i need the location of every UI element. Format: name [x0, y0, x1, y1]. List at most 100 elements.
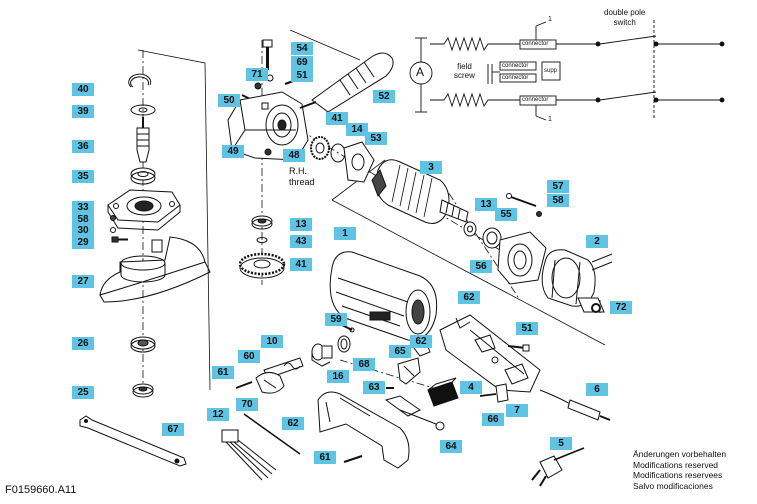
washer-hole: [138, 107, 148, 113]
callout-25: 25: [72, 386, 94, 399]
cable-clamp: [479, 383, 509, 403]
gear-head-screws: [241, 39, 297, 101]
callout-71: 71: [246, 68, 268, 81]
motor-housing: [329, 251, 438, 341]
callout-30: 30: [72, 224, 94, 237]
callout-59: 59: [325, 313, 347, 326]
switch-cap: [255, 372, 285, 394]
long-screws: [506, 193, 542, 217]
callout-5: 5: [550, 437, 572, 450]
small-screws: [110, 215, 116, 233]
connector-wires: [221, 413, 301, 481]
callout-54: 54: [291, 42, 313, 55]
handle-half-upper: [439, 314, 541, 393]
callout-56: 56: [470, 260, 492, 273]
screw: [111, 236, 128, 243]
spindle: [136, 117, 150, 163]
callout-49: 49: [222, 145, 244, 158]
bottom-screw: [343, 455, 363, 463]
callout-70: 70: [236, 398, 258, 411]
callout-16: 16: [327, 370, 349, 383]
callout-62: 62: [410, 335, 432, 348]
side-handle: [299, 52, 394, 113]
washer: [130, 104, 156, 116]
callout-62: 62: [282, 417, 304, 430]
power-cable: [539, 389, 611, 421]
wire-marker: 1: [548, 16, 552, 23]
crown-gear: [238, 252, 286, 279]
callout-41: 41: [290, 258, 312, 271]
motor-symbol: A: [416, 65, 425, 79]
field-stator: [541, 249, 613, 307]
callout-29: 29: [72, 236, 94, 249]
clamping-nut: [132, 383, 154, 398]
callout-58: 58: [547, 194, 569, 207]
connector-label: connector: [502, 75, 529, 81]
callout-68: 68: [353, 358, 375, 371]
callout-7: 7: [506, 404, 528, 417]
grommet: [577, 297, 605, 313]
connector-label: connector: [522, 97, 549, 103]
callout-43: 43: [290, 235, 312, 248]
callout-14: 14: [346, 123, 368, 136]
armature: [371, 159, 469, 224]
wire-marker: 1: [548, 116, 552, 123]
connector-label: connector: [522, 41, 549, 47]
supp-label: supp: [544, 68, 558, 74]
callout-51: 51: [291, 69, 313, 82]
callout-33: 33: [72, 201, 94, 214]
callout-36: 36: [72, 140, 94, 153]
callout-53: 53: [365, 132, 387, 145]
callout-6: 6: [586, 383, 608, 396]
callout-51: 51: [516, 322, 538, 335]
wheel-guard: [99, 236, 211, 303]
callout-50: 50: [218, 94, 240, 107]
callout-67: 67: [162, 423, 184, 436]
callout-55: 55: [495, 208, 517, 221]
drawing-code: F0159660.A11: [5, 484, 77, 496]
brush-holder-plate: [497, 231, 547, 285]
connector-label: connector: [502, 63, 529, 69]
wiring-schematic: [409, 20, 725, 121]
bearing-flange: [107, 189, 181, 231]
flange: [130, 336, 156, 353]
callout-57: 57: [547, 180, 569, 193]
callout-1: 1: [334, 227, 356, 240]
switch: [427, 377, 459, 407]
spanner: [79, 415, 187, 467]
bearing-plate: [343, 141, 375, 183]
callout-10: 10: [261, 335, 283, 348]
callout-52: 52: [373, 90, 395, 103]
callout-62: 62: [458, 291, 480, 304]
callout-13: 13: [475, 198, 497, 211]
bracket-lines: [137, 29, 606, 391]
handle-screw: [507, 344, 530, 352]
callout-64: 64: [440, 440, 462, 453]
callout-58: 58: [72, 213, 94, 226]
callout-39: 39: [72, 105, 94, 118]
callout-3: 3: [420, 161, 442, 174]
motor-bearings: [463, 221, 502, 249]
callout-2: 2: [586, 235, 608, 248]
callout-12: 12: [207, 408, 229, 421]
callout-61: 61: [212, 366, 234, 379]
cap-screw: [235, 381, 253, 389]
callout-41: 41: [326, 112, 348, 125]
callout-48: 48: [283, 149, 305, 162]
callout-13: 13: [290, 218, 312, 231]
callout-69: 69: [291, 56, 313, 69]
callout-66: 66: [482, 413, 504, 426]
rh-thread-note: R.H.thread: [289, 166, 315, 187]
callout-61: 61: [314, 451, 336, 464]
callout-40: 40: [72, 83, 94, 96]
callout-65: 65: [389, 345, 411, 358]
gear-bearings: [251, 215, 273, 243]
callout-4: 4: [460, 381, 482, 394]
callout-26: 26: [72, 337, 94, 350]
callout-60: 60: [238, 350, 260, 363]
pinion-gear: [310, 136, 330, 160]
callout-63: 63: [363, 381, 385, 394]
